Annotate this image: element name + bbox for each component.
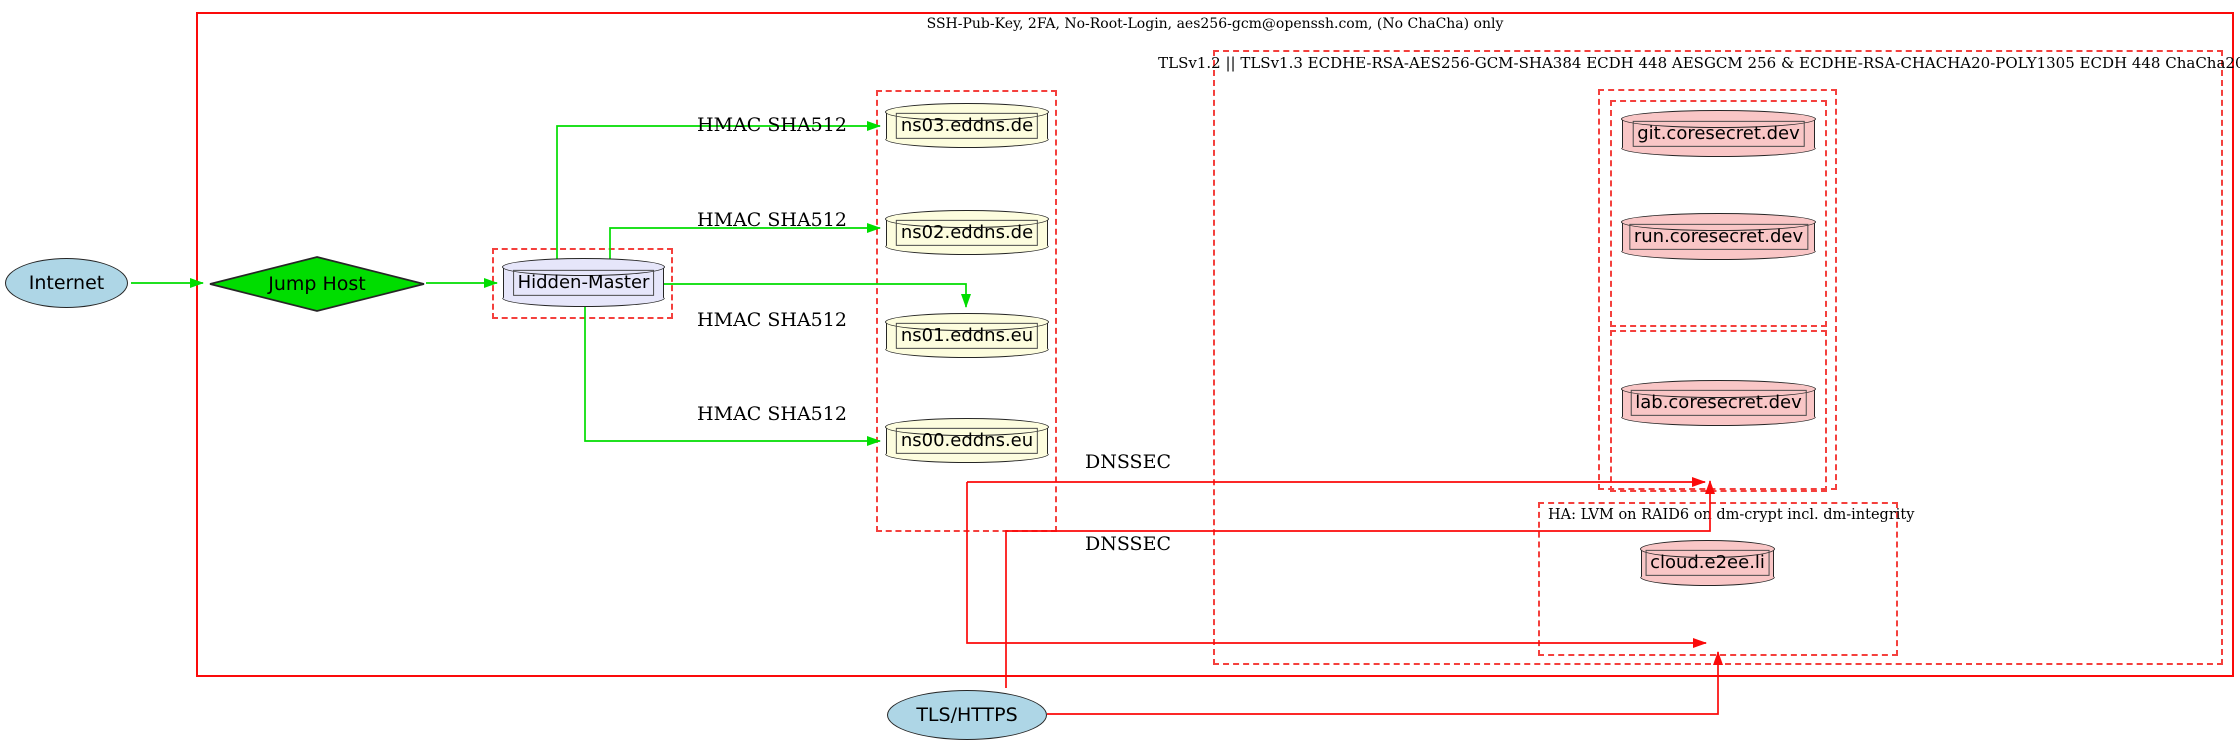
node-git-label: git.coresecret.dev [1632,120,1805,147]
node-hidden-master: Hidden-Master [502,258,665,298]
node-run-label: run.coresecret.dev [1628,223,1809,250]
node-ns03: ns03.eddns.de [885,103,1049,139]
cluster-coresecret-lab [1610,330,1827,492]
node-ns03-label: ns03.eddns.de [895,112,1039,139]
cluster-nameservers [876,90,1057,532]
node-run: run.coresecret.dev [1621,213,1816,251]
node-ns02: ns02.eddns.de [885,210,1049,246]
cluster-ha-label: HA: LVM on RAID6 on dm-crypt incl. dm-in… [1548,507,1915,523]
edge-label-hmac-ns00: HMAC SHA512 [697,403,847,425]
node-lab-label: lab.coresecret.dev [1630,389,1807,417]
node-cloud-label: cloud.e2ee.li [1645,549,1770,577]
edge-label-dnssec-1: DNSSEC [1085,451,1171,473]
node-ns00-label: ns00.eddns.eu [895,427,1039,454]
edge-label-hmac-ns02: HMAC SHA512 [697,209,847,231]
node-tls-https-label: TLS/HTTPS [916,704,1018,726]
cluster-coresecret-outer [1598,89,1837,490]
node-internet-label: Internet [28,272,105,294]
node-lab: lab.coresecret.dev [1621,380,1816,417]
cluster-ssh-label: SSH-Pub-Key, 2FA, No-Root-Login, aes256-… [926,16,1504,32]
node-ns02-label: ns02.eddns.de [895,219,1039,246]
cluster-coresecret-gitrun [1610,100,1827,327]
node-internet: Internet [5,258,128,308]
edge-label-hmac-ns03: HMAC SHA512 [697,114,847,136]
edge-label-dnssec-2: DNSSEC [1085,533,1171,555]
node-tls-https: TLS/HTTPS [887,690,1047,740]
cluster-tls-label: TLSv1.2 || TLSv1.3 ECDHE-RSA-AES256-GCM-… [1158,54,2240,72]
node-git: git.coresecret.dev [1621,110,1816,148]
node-hidden-master-label: Hidden-Master [512,269,655,296]
node-ns01-label: ns01.eddns.eu [895,322,1039,349]
node-jump-host-label: Jump Host [268,273,366,295]
edge-label-hmac-ns01: HMAC SHA512 [697,309,847,331]
node-ns00: ns00.eddns.eu [885,418,1049,454]
node-ns01: ns01.eddns.eu [885,313,1049,349]
node-cloud: cloud.e2ee.li [1640,540,1775,577]
